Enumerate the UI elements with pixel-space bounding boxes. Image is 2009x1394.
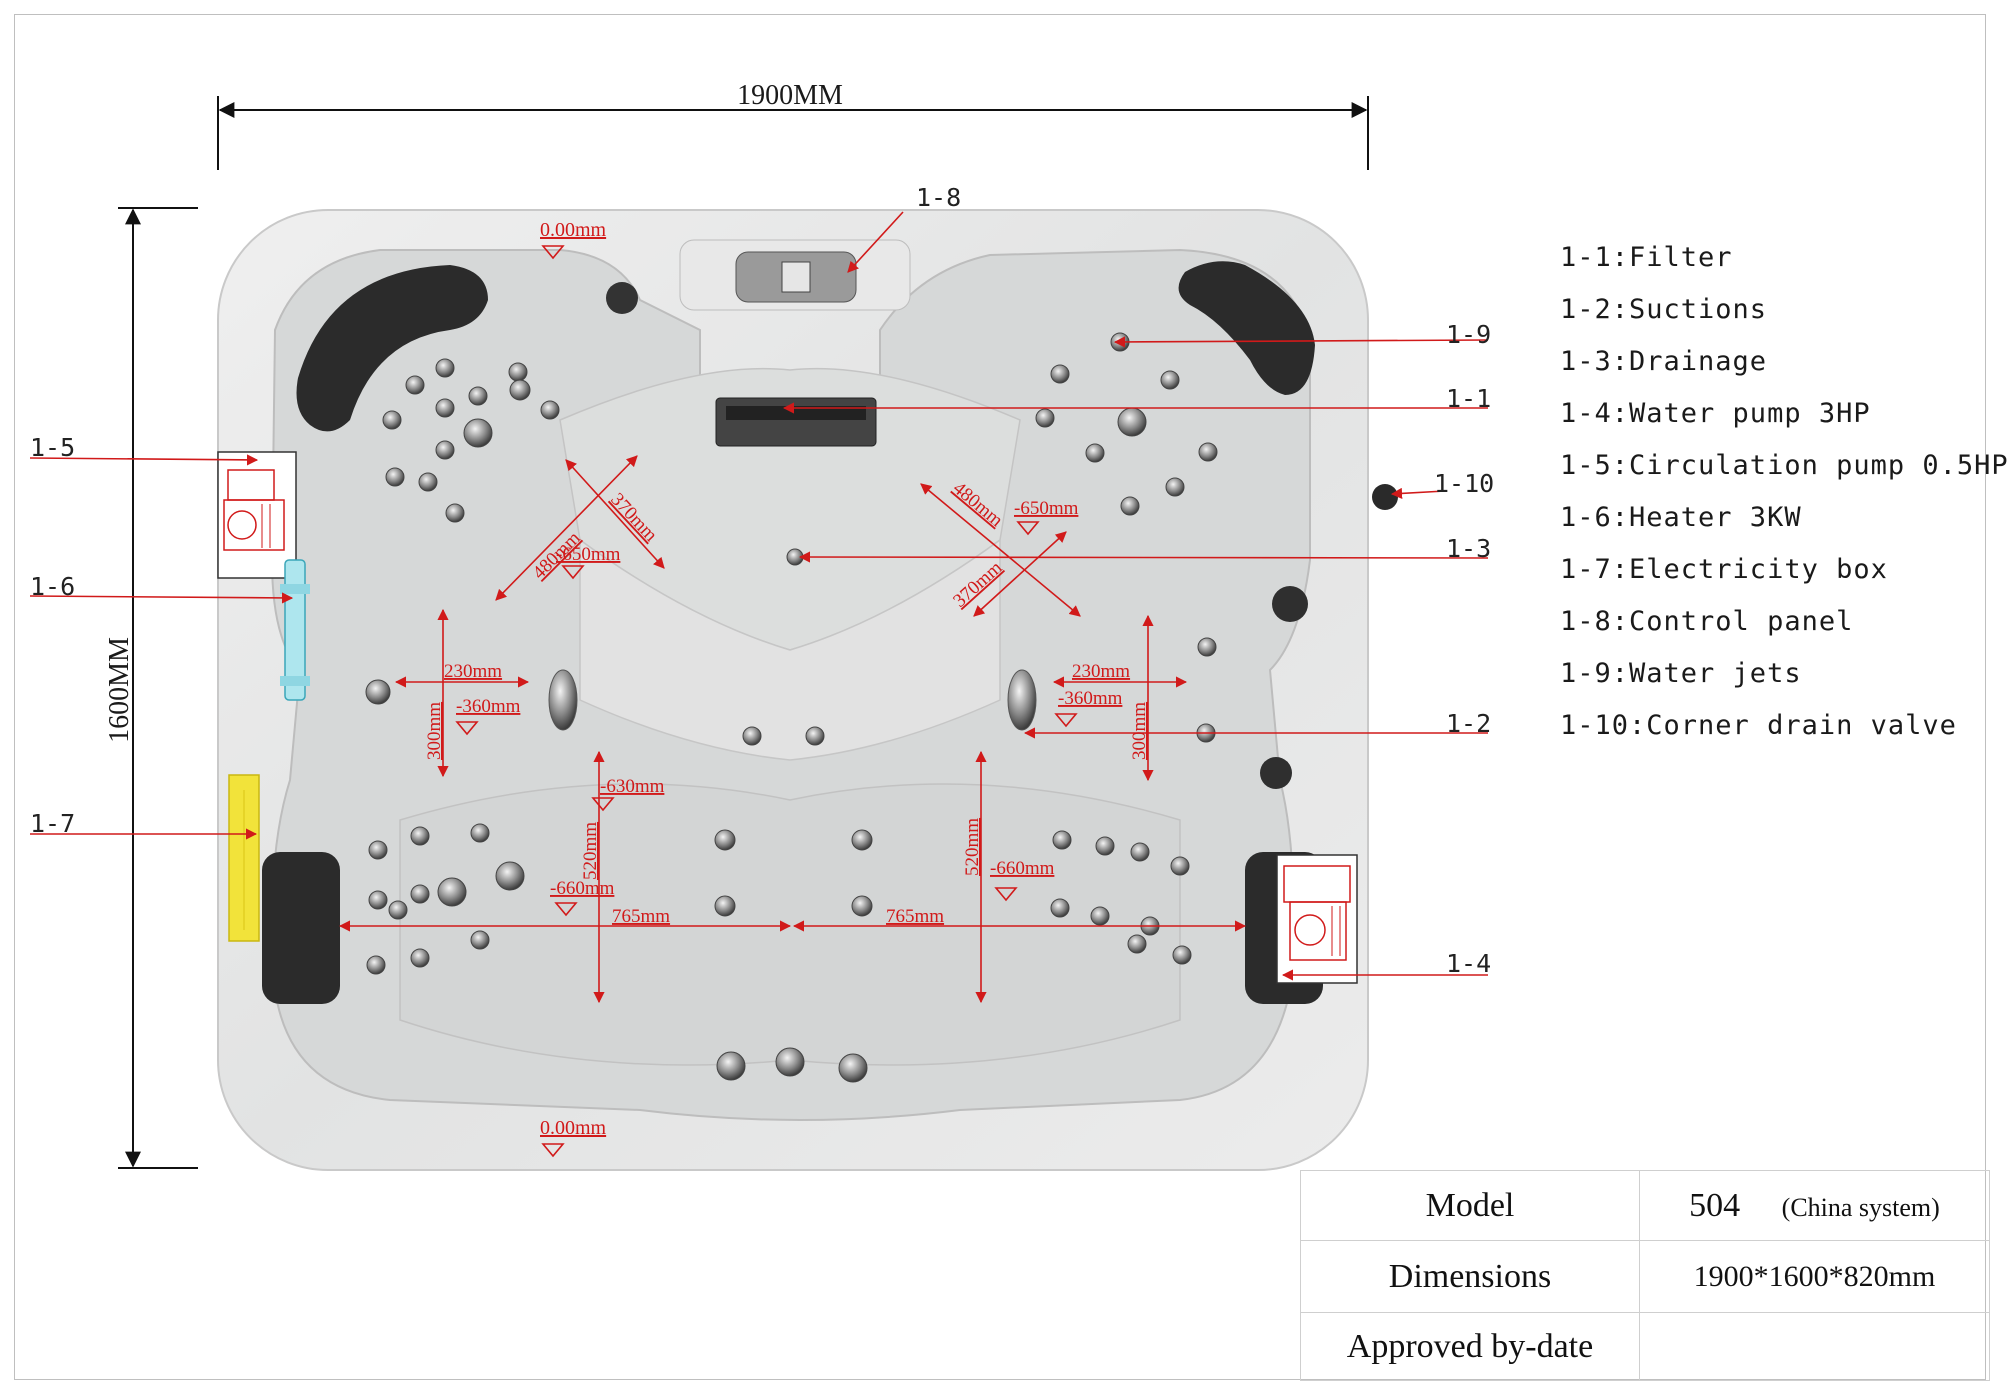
model-value-cell: 504 (China system) bbox=[1639, 1170, 1990, 1241]
model-value: 504 bbox=[1689, 1186, 1741, 1224]
equipment bbox=[217, 451, 1358, 984]
side-right-width-label: 230mm bbox=[1072, 661, 1130, 682]
seat-left-depth-label: -650mm bbox=[556, 544, 621, 565]
bottom-span-left-label: 765mm bbox=[612, 906, 670, 927]
bottom-span-right-label: 765mm bbox=[886, 906, 944, 927]
model-label: Model bbox=[1300, 1170, 1640, 1241]
height-dimension: 1600MM bbox=[104, 207, 198, 1169]
side-right-depth-label: -360mm bbox=[1058, 688, 1123, 709]
side-right-height-label: 300mm bbox=[1129, 702, 1150, 760]
spa-shell bbox=[217, 209, 1398, 1171]
width-label: 1900MM bbox=[737, 80, 843, 111]
side-left-depth-label: -360mm bbox=[456, 696, 521, 717]
callout-1-4: 1-4 bbox=[1446, 949, 1491, 978]
dimensions-value: 1900*1600*820mm bbox=[1639, 1240, 1990, 1313]
info-table: Model 504 (China system) Dimensions 1900… bbox=[1300, 1170, 1990, 1381]
side-left-height-label: 300mm bbox=[424, 702, 445, 760]
legend-item-corner-drain-valve: 1-10:Corner drain valve bbox=[1560, 710, 1957, 741]
legend-item-water-pump: 1-4:Water pump 3HP bbox=[1560, 398, 1871, 429]
electricity-box-icon bbox=[228, 774, 260, 942]
legend-item-electricity-box: 1-7:Electricity box bbox=[1560, 554, 1888, 585]
legend-item-circulation-pump: 1-5:Circulation pump 0.5HP bbox=[1560, 450, 2009, 481]
callout-1-8: 1-8 bbox=[916, 183, 961, 212]
approved-value bbox=[1639, 1312, 1990, 1381]
side-left-width-label: 230mm bbox=[444, 661, 502, 682]
height-label: 1600MM bbox=[104, 637, 135, 743]
seat-right-depth-label: -650mm bbox=[1014, 498, 1079, 519]
lounger-left-depth-label: -660mm bbox=[550, 878, 615, 899]
callout-1-2: 1-2 bbox=[1446, 709, 1491, 738]
model-system: (China system) bbox=[1781, 1192, 1940, 1222]
lounger-right-depth-label: -660mm bbox=[990, 858, 1055, 879]
callout-1-7: 1-7 bbox=[30, 809, 75, 838]
measurement-labels: 0.00mm 0.00mm 480mm 370mm -650mm 480mm 3… bbox=[424, 219, 1150, 1139]
callout-labels: 1-9 1-1 1-10 1-3 1-2 1-4 1-8 1-5 1-6 1-7 bbox=[30, 183, 1494, 978]
lounger-right-length-label: 520mm bbox=[962, 818, 983, 876]
measurement-lines bbox=[338, 245, 1247, 1158]
callout-1-9: 1-9 bbox=[1446, 320, 1491, 349]
legend-item-drainage: 1-3:Drainage bbox=[1560, 346, 1768, 377]
legend-item-heater: 1-6:Heater 3KW bbox=[1560, 502, 1802, 533]
lounger-left-depth-top-label: -630mm bbox=[600, 776, 665, 797]
legend-item-filter: 1-1:Filter bbox=[1560, 242, 1733, 273]
callout-1-1: 1-1 bbox=[1446, 384, 1491, 413]
lounger-left-length-label: 520mm bbox=[580, 822, 601, 880]
legend-item-control-panel: 1-8:Control panel bbox=[1560, 606, 1854, 637]
component-legend: 1-1:Filter 1-2:Suctions 1-3:Drainage 1-4… bbox=[1560, 232, 2009, 752]
legend-item-water-jets: 1-9:Water jets bbox=[1560, 658, 1802, 689]
legend-item-suctions: 1-2:Suctions bbox=[1560, 294, 1768, 325]
drawing-frame bbox=[14, 14, 1986, 1380]
callout-1-10: 1-10 bbox=[1434, 469, 1494, 498]
callout-1-6: 1-6 bbox=[30, 572, 75, 601]
top-level-label: 0.00mm bbox=[540, 219, 607, 241]
approved-label: Approved by-date bbox=[1300, 1312, 1640, 1381]
bottom-level-label: 0.00mm bbox=[540, 1117, 607, 1139]
dimensions-label: Dimensions bbox=[1300, 1240, 1640, 1313]
circulation-pump-icon bbox=[217, 451, 297, 579]
width-dimension: 1900MM bbox=[217, 80, 1369, 170]
heater-icon bbox=[280, 559, 310, 701]
callout-1-5: 1-5 bbox=[30, 433, 75, 462]
water-pump-icon bbox=[1276, 854, 1358, 984]
callout-1-3: 1-3 bbox=[1446, 534, 1491, 563]
callouts bbox=[29, 211, 1489, 981]
